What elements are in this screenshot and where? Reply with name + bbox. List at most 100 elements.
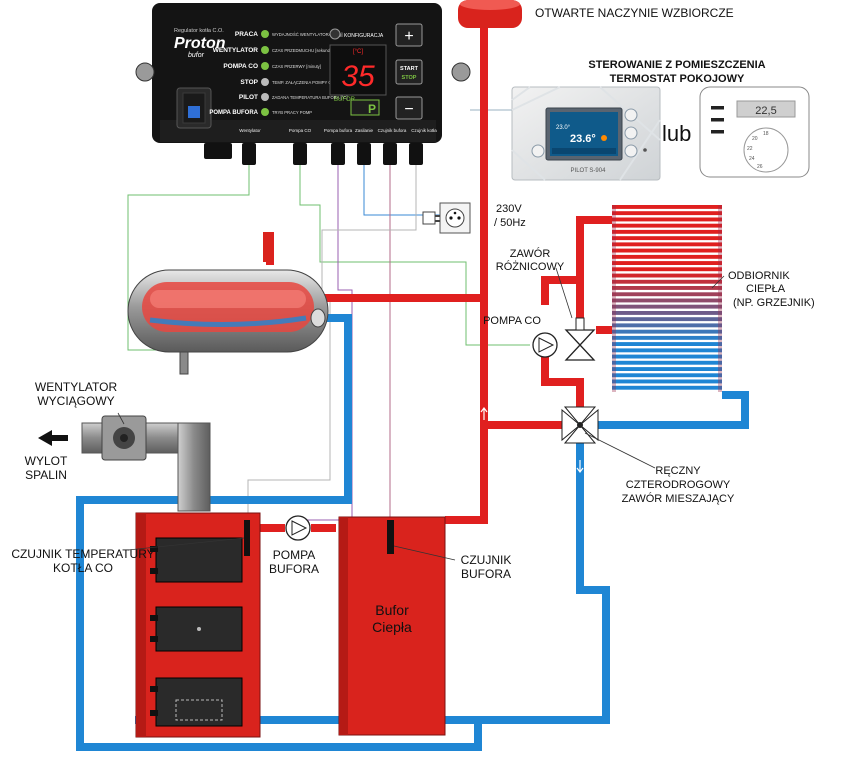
buffer-tank-label-2: Ciepła [372,619,412,635]
radiator-fin [612,367,722,371]
power-socket [422,202,471,234]
radiator-fin [612,273,722,278]
dial-mark: 26 [757,164,763,170]
mode-indicator [350,99,380,116]
stop-label: STOP [402,75,417,81]
radiator-fin [612,311,722,315]
boiler [135,512,261,738]
boiler-sensor-label-2: KOTŁA CO [53,561,113,575]
power-label-1: 230V [496,203,522,215]
receiver-label-2: CIEPŁA [746,283,786,295]
controller-brand: Proton [174,35,226,52]
radiator-fin [612,360,722,365]
indicator-label: WENTYLATOR [213,47,259,54]
radiator-fin [612,385,722,390]
indicator-desc: TRYB PRACY POMP [272,110,312,115]
expansion-tank-label: OTWARTE NACZYNIE WZBIORCZE [535,6,734,20]
start-stop-button[interactable] [395,59,423,85]
radiator-fin [612,211,722,216]
plus-button[interactable] [395,23,423,47]
mode-tag: P [368,102,376,116]
room-pilot-panel: 23.0° 23.6° PILOT S-904 [511,86,661,181]
receiver-label-1: ODBIORNIK [728,270,790,282]
indicator-desc: CZAS PRZEDMUCHU [sekundy] [272,48,333,53]
minus-button[interactable] [395,96,423,120]
radiator-fin [612,229,722,234]
minus-label: − [404,101,413,118]
indicator-led [261,78,269,86]
indicator-led [261,30,269,38]
radiator-fin [612,323,722,328]
hot-water-tank [127,232,329,375]
radiator-fin [612,373,722,378]
radiator-fin [612,217,722,222]
radiator [612,205,722,392]
display-unit: [°C] [353,49,363,55]
power-label-2: / 50Hz [494,217,526,229]
pilot-right-button[interactable] [624,126,638,140]
pilot-left-button[interactable] [531,144,545,158]
buffer-tank-label-1: Bufor [375,602,409,618]
buffer-sensor [387,520,394,554]
dial-mark: 24 [749,156,755,162]
plus-label: + [404,28,413,45]
terminal-label: Wentylator [239,128,261,133]
indicator-desc: TEMP. ZAŁĄCZENIA POMPY CO [°C] [272,80,343,85]
fan-label-1: WENTYLATOR [35,380,118,394]
expansion-tank [458,0,522,28]
display-value: 35 [341,60,375,93]
pilot-temperature: 23.6° [570,133,596,145]
radiator-fin [612,286,722,290]
pilot-up-button[interactable] [624,108,638,122]
indicator-list: PRACA WYDAJNOŚĆ WENTYLATORA [bieg] WENTY… [209,30,348,116]
indicator-label: POMPA CO [223,63,258,70]
room-control-title-2: TERMOSTAT POKOJOWY [610,73,745,85]
radiator-fin [612,342,722,346]
boiler-sensor-label-1: CZUJNIK TEMPERATURY [11,547,154,561]
or-label: lub [662,121,691,146]
thermostat-dial[interactable] [743,127,789,173]
radiator-fin [612,292,722,297]
boiler-sensor [244,520,250,556]
config-button[interactable] [329,28,341,40]
terminal-label: Pompa CO [289,128,312,133]
pilot-down-button[interactable] [624,144,638,158]
terminal-label: Czujnik kotła [411,128,437,133]
buffer-tag: BUFOR [334,97,356,103]
exhaust-label-1: WYLOT [25,454,68,468]
radiator-fin [612,261,722,265]
mixing-valve [561,406,599,444]
radiator-fin [612,254,722,259]
buffer-sensor-label-1: CZUJNIK [461,553,512,567]
thermostat-display-value: 22,5 [755,105,776,117]
pump-co-label: POMPA CO [483,315,541,327]
mixing-valve-label-1: RĘCZNY [655,465,701,477]
radiator-fin [612,267,722,272]
indicator-label: PRACA [235,31,258,38]
radiator-fin [612,223,722,228]
buffer-pump-label-2: BUFORA [269,562,319,576]
radiator-header [612,205,616,392]
indicator-desc: WYDAJNOŚĆ WENTYLATORA [bieg] [272,32,343,37]
exhaust-label-2: SPALIN [25,468,67,482]
controller-sub-brand: bufor [188,52,205,59]
indicator-led [261,93,269,101]
diff-valve-label-2: RÓŻNICOWY [496,260,565,273]
mixing-valve-label-3: ZAWÓR MIESZAJĄCY [622,492,735,505]
cable-glands [204,143,423,165]
dial-mark: 18 [763,131,769,137]
radiator-fin [612,304,722,309]
radiator-fin [612,348,722,353]
indicator-label: STOP [240,79,258,86]
indicator-label: PILOT [239,94,258,101]
exhaust-fan [81,415,211,512]
radiator-fin [612,279,722,284]
radiator-fin [612,317,722,322]
differential-valve [564,317,596,361]
dial-mark: 20 [752,136,758,142]
pilot-model: PILOT S-904 [571,168,607,174]
radiator-fin [612,242,722,247]
exhaust-arrow-icon [38,430,68,446]
indicator-led [261,108,269,116]
